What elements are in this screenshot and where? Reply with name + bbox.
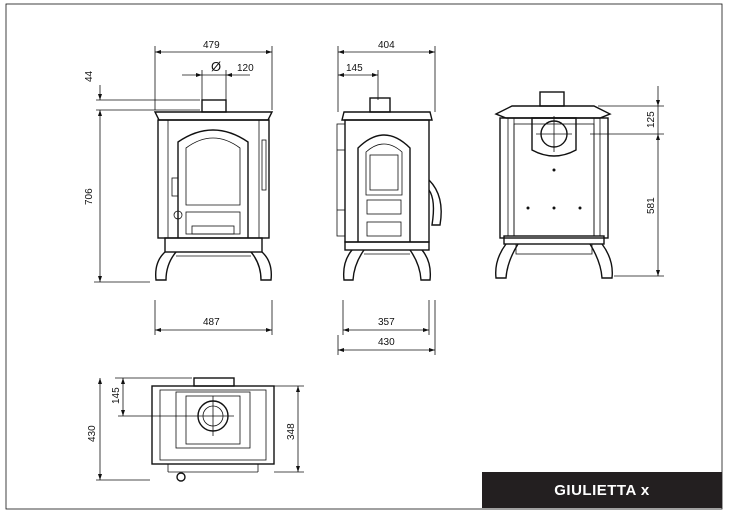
diameter-symbol: Ø — [211, 59, 221, 74]
front-width-bottom-label: 487 — [203, 317, 220, 328]
back-flue-height-label: 125 — [646, 111, 657, 128]
side-width-inner-label: 357 — [378, 317, 395, 328]
plan-inner-depth-label: 348 — [286, 423, 297, 440]
plan-flue-offset-label: 145 — [111, 387, 122, 404]
back-view: 125 581 — [494, 86, 664, 279]
side-view: 404 145 357 — [336, 40, 442, 355]
top-offset-label: 44 — [84, 70, 95, 82]
plan-depth-label: 430 — [87, 425, 98, 442]
front-width-top-label: 479 — [203, 40, 220, 51]
front-height-label: 706 — [84, 188, 95, 205]
side-width-top-label: 404 — [378, 40, 395, 51]
front-view: 479 Ø 120 44 706 — [84, 40, 274, 335]
model-title: GIULIETTA x — [482, 472, 722, 508]
back-height-label: 581 — [646, 197, 657, 214]
plan-view: 145 430 348 — [87, 377, 304, 482]
flue-diameter-label: 120 — [237, 63, 254, 74]
drawing-border — [5, 3, 723, 510]
side-width-bottom-label: 430 — [378, 337, 395, 348]
side-flue-offset-label: 145 — [346, 63, 363, 74]
